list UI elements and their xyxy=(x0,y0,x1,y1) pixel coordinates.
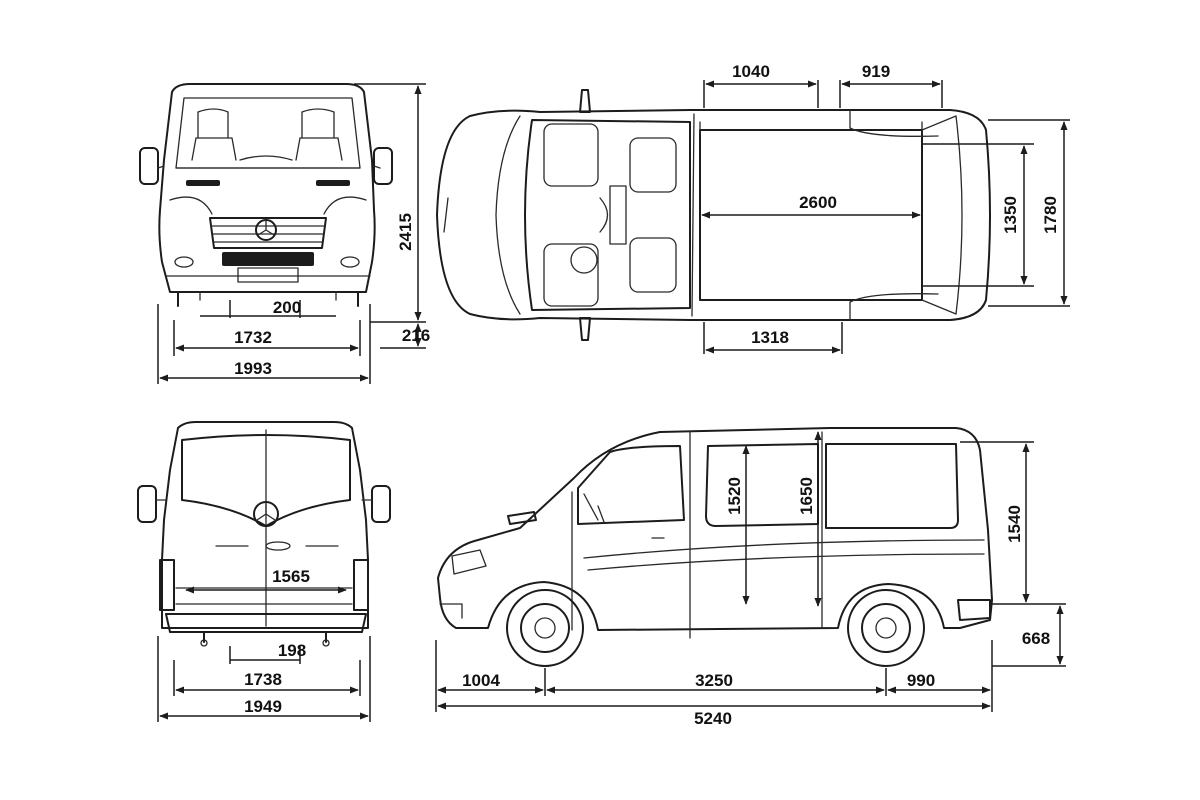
rear-view xyxy=(137,421,391,647)
dimension-lines xyxy=(157,80,1070,722)
top-view xyxy=(436,89,991,341)
dim-top-rear-window: 919 xyxy=(862,62,890,81)
dim-rear-overhang: 990 xyxy=(907,671,935,690)
dim-rear-opening-height: 1520 xyxy=(725,477,744,515)
dim-step: 216 xyxy=(402,326,430,345)
dim-cargo-length: 2600 xyxy=(799,193,837,212)
dim-height: 2415 xyxy=(396,213,415,251)
dim-front-track: 1732 xyxy=(234,328,272,347)
dim-rear-width: 1949 xyxy=(244,697,282,716)
dim-cargo-max-width: 1780 xyxy=(1041,196,1060,234)
dim-rear-door-width: 1565 xyxy=(272,567,310,586)
front-view xyxy=(139,83,393,307)
dim-rear-clearance: 198 xyxy=(278,641,306,660)
dim-top-side-door: 1040 xyxy=(732,62,770,81)
dim-side-door-opening: 1318 xyxy=(751,328,789,347)
dim-wheelbase: 3250 xyxy=(695,671,733,690)
dimension-labels: 200 1732 1993 2415 216 1040 919 2600 135… xyxy=(234,62,1060,728)
dim-front-clearance: 200 xyxy=(273,298,301,317)
dim-front-width: 1993 xyxy=(234,359,272,378)
dim-interior-height: 1650 xyxy=(797,477,816,515)
dim-front-overhang: 1004 xyxy=(462,671,500,690)
side-view xyxy=(437,427,993,667)
dim-side-opening-height: 1540 xyxy=(1005,505,1024,543)
dim-load-floor-height: 668 xyxy=(1022,629,1050,648)
dim-rear-track: 1738 xyxy=(244,670,282,689)
dim-cargo-width: 1350 xyxy=(1001,196,1020,234)
dim-overall-length: 5240 xyxy=(694,709,732,728)
